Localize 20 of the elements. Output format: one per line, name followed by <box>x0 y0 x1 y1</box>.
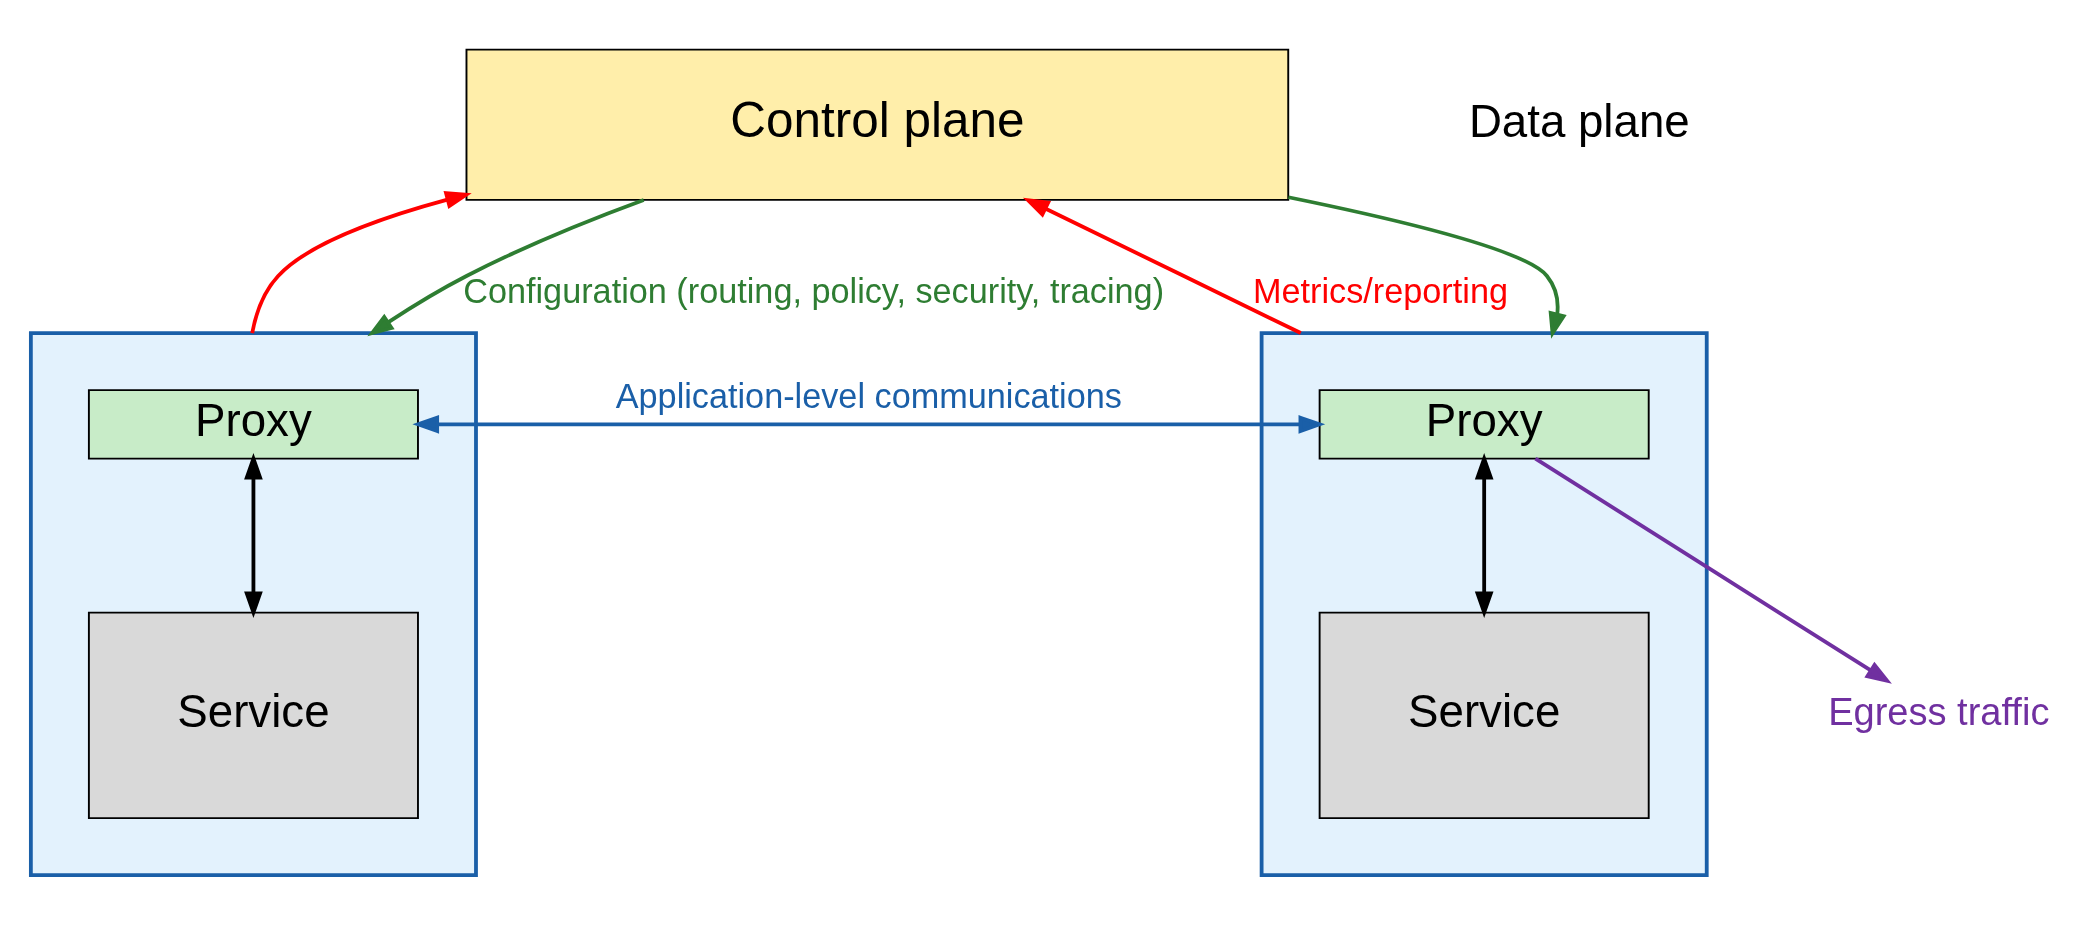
arrow <box>1022 197 1302 335</box>
cluster <box>1259 331 1709 878</box>
label: Data plane <box>1468 95 1690 147</box>
edge-label: Configuration (routing, policy, security, tracing) <box>463 272 1165 311</box>
node-box: Control plane <box>465 48 1290 201</box>
arrow <box>244 452 263 619</box>
arrow <box>367 198 645 337</box>
arrow <box>1534 457 1892 684</box>
arrow <box>1474 452 1494 619</box>
node-box: Proxy <box>87 389 419 460</box>
node-text: Egress traffic <box>1828 690 2050 733</box>
node-box: Service <box>1318 611 1650 820</box>
arrow <box>250 191 472 334</box>
edge-label: Application-level communications <box>615 376 1122 415</box>
node-box: Service <box>87 611 419 820</box>
arrow <box>412 415 1326 434</box>
arrow <box>1288 195 1567 339</box>
node-box: Proxy <box>1318 389 1650 460</box>
edge-label: Metrics/reporting <box>1253 272 1508 311</box>
cluster <box>28 331 478 878</box>
